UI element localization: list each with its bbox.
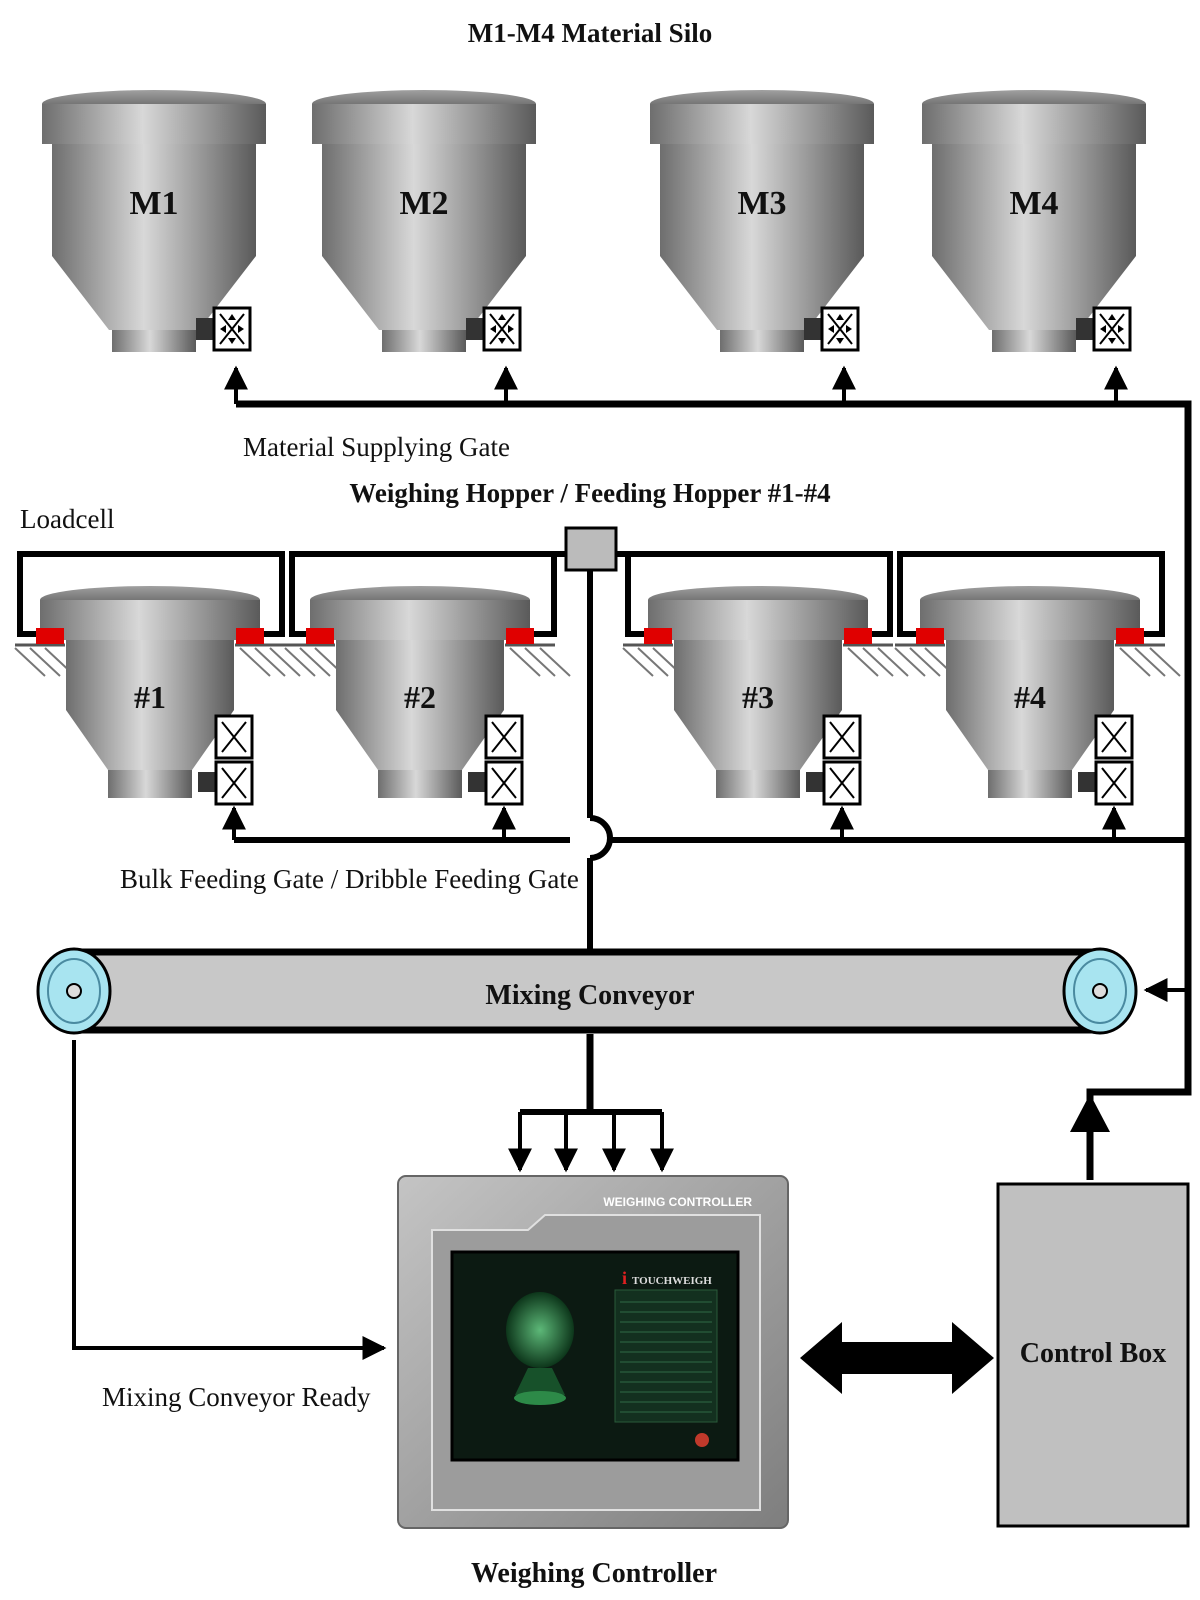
hopper-label-4: #4 bbox=[1014, 679, 1046, 715]
junction-box bbox=[564, 526, 618, 572]
loadcell-sensor bbox=[236, 628, 264, 644]
ladybug-icon bbox=[695, 1433, 709, 1447]
hopper-4: #4 bbox=[894, 586, 1181, 806]
conveyor-pulley-right bbox=[1062, 947, 1138, 1035]
dribble-feed-gate-icon bbox=[1078, 760, 1134, 806]
bulk-feed-gate-icon bbox=[1094, 714, 1134, 760]
brand-name: TOUCHWEIGH bbox=[632, 1275, 712, 1287]
supply-gate-signal-bus bbox=[224, 365, 1192, 990]
bulk-feed-gate-icon bbox=[822, 714, 862, 760]
supply-gate-valve-icon bbox=[804, 306, 860, 352]
loadcell-sensor bbox=[1116, 628, 1144, 644]
loadcell-label: Loadcell bbox=[20, 504, 114, 534]
loadcell-sensor bbox=[916, 628, 944, 644]
silo-label-m1: M1 bbox=[129, 185, 178, 222]
brand-initial: i bbox=[622, 1268, 627, 1288]
supply-gate-valve-icon bbox=[196, 306, 252, 352]
silo-section-title: M1-M4 Material Silo bbox=[468, 18, 712, 48]
supply-gate-label: Material Supplying Gate bbox=[243, 432, 510, 462]
silo-label-m4: M4 bbox=[1009, 185, 1058, 222]
dribble-feed-gate-icon bbox=[806, 760, 862, 806]
supply-gate-valve-icon bbox=[1076, 306, 1132, 352]
hopper-2: #2 bbox=[284, 586, 571, 806]
loadcell-sensor bbox=[844, 628, 872, 644]
conveyor-pulley-left bbox=[36, 947, 112, 1035]
silo-m2: M2 bbox=[312, 90, 536, 352]
globe-icon bbox=[506, 1292, 574, 1368]
bulk-feed-gate-icon bbox=[214, 714, 254, 760]
silo-label-m2: M2 bbox=[399, 185, 448, 222]
hopper-label-2: #2 bbox=[404, 679, 436, 715]
supply-gate-valve-icon bbox=[466, 306, 522, 352]
loadcell-sensor bbox=[306, 628, 334, 644]
hopper-section-title: Weighing Hopper / Feeding Hopper #1-#4 bbox=[349, 478, 830, 508]
control-box-up-arrow bbox=[1070, 1094, 1110, 1132]
bidirectional-arrow bbox=[800, 1322, 994, 1394]
controller-panel-label: WEIGHING CONTROLLER bbox=[603, 1195, 752, 1209]
hopper-label-3: #3 bbox=[742, 679, 774, 715]
hopper-label-1: #1 bbox=[134, 679, 166, 715]
control-wiring bbox=[72, 978, 1192, 1360]
hopper-3: #3 bbox=[622, 586, 909, 806]
silo-m1: M1 bbox=[42, 90, 266, 352]
weighing-controller-device: WEIGHING CONTROLLER i TOUCHWEIGH bbox=[397, 1175, 789, 1529]
control-box: Control Box bbox=[996, 1182, 1190, 1528]
conveyor-ready-label: Mixing Conveyor Ready bbox=[102, 1382, 371, 1412]
hopper-1: #1 bbox=[14, 586, 301, 806]
control-box-label: Control Box bbox=[1020, 1338, 1167, 1369]
mixing-conveyor: Mixing Conveyor bbox=[36, 947, 1138, 1035]
dribble-feed-gate-icon bbox=[468, 760, 524, 806]
loadcell-sensor bbox=[36, 628, 64, 644]
feed-gate-label: Bulk Feeding Gate / Dribble Feeding Gate bbox=[120, 864, 579, 894]
bulk-feed-gate-icon bbox=[484, 714, 524, 760]
loadcell-sensor bbox=[644, 628, 672, 644]
loadcell-sensor bbox=[506, 628, 534, 644]
silo-m3: M3 bbox=[650, 90, 874, 352]
silo-m4: M4 bbox=[922, 90, 1146, 352]
controller-caption: Weighing Controller bbox=[471, 1558, 717, 1589]
feed-gate-signal-bus bbox=[222, 805, 1188, 843]
dribble-feed-gate-icon bbox=[198, 760, 254, 806]
conveyor-label: Mixing Conveyor bbox=[485, 980, 694, 1011]
silo-label-m3: M3 bbox=[737, 185, 786, 222]
